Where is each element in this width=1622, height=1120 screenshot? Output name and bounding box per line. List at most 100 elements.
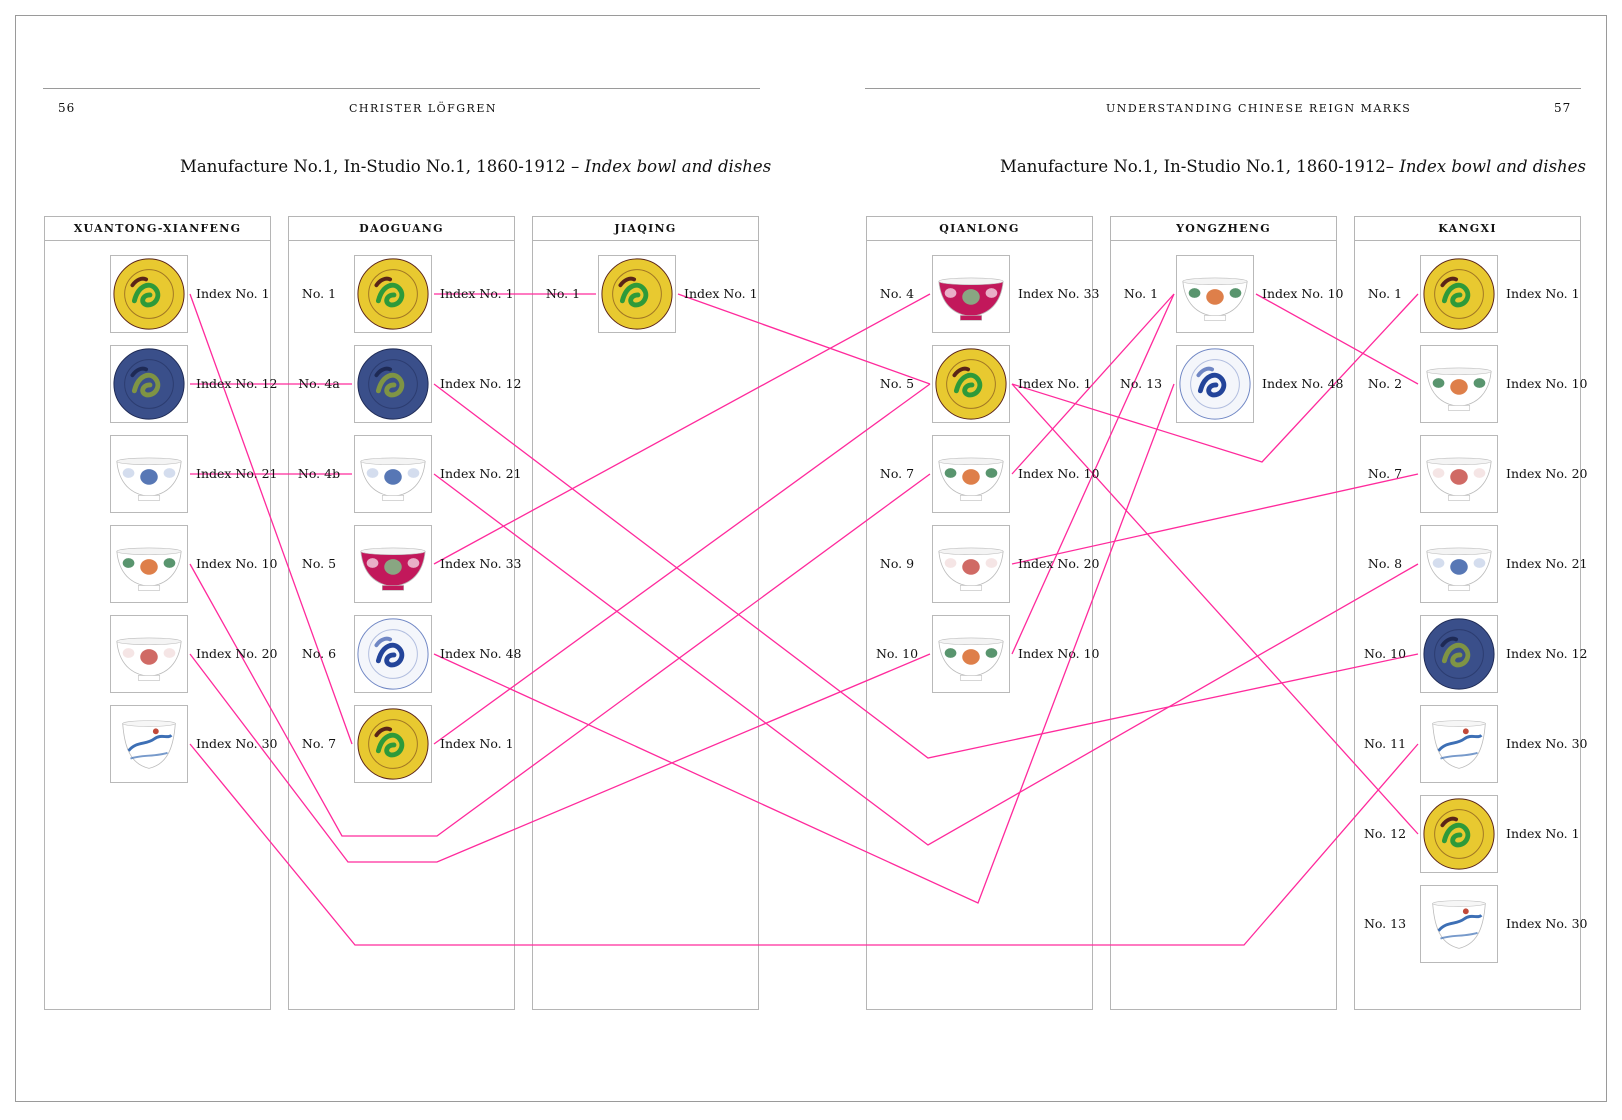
left-title-italic: Index bowl and dishes	[584, 157, 772, 176]
catalogue-number: No. 4a	[298, 376, 340, 391]
catalogue-number: No. 11	[1363, 736, 1407, 751]
right-header-rule	[865, 88, 1581, 89]
catalogue-number: No. 7	[301, 736, 337, 751]
index-number: Index No. 21	[440, 466, 522, 481]
blue-white-landscape-cup-image	[1432, 720, 1486, 769]
reign-column-qianlong: QIANLONG	[866, 216, 1093, 1010]
porcelain-item	[1420, 525, 1498, 603]
porcelain-item	[354, 255, 432, 333]
right-page-title: Manufacture No.1, In-Studio No.1, 1860-1…	[1000, 157, 1586, 176]
porcelain-item	[1420, 435, 1498, 513]
column-heading: JIAQING	[533, 217, 758, 241]
porcelain-item	[1420, 615, 1498, 693]
porcelain-item	[932, 435, 1010, 513]
column-heading: KANGXI	[1355, 217, 1580, 241]
index-number: Index No. 10	[1018, 466, 1100, 481]
index-number: Index No. 33	[1018, 286, 1100, 301]
porcelain-item	[1176, 345, 1254, 423]
porcelain-item	[354, 705, 432, 783]
right-folio: 57	[1554, 101, 1572, 115]
porcelain-item	[1420, 255, 1498, 333]
reign-column-yongzheng: YONGZHENG	[1110, 216, 1337, 1010]
index-number: Index No. 30	[1506, 736, 1588, 751]
index-number: Index No. 12	[196, 376, 278, 391]
index-number: Index No. 1	[1018, 376, 1092, 391]
blue-dragon-dish-image	[113, 348, 185, 420]
index-number: Index No. 10	[1262, 286, 1344, 301]
catalogue-number: No. 10	[875, 646, 919, 661]
index-number: Index No. 10	[196, 556, 278, 571]
blue-dragon-dish-image	[357, 348, 429, 420]
porcelain-item	[110, 435, 188, 513]
index-number: Index No. 1	[440, 286, 514, 301]
porcelain-item	[110, 615, 188, 693]
catalogue-number: No. 1	[545, 286, 581, 301]
catalogue-number: No. 8	[1367, 556, 1403, 571]
right-title-italic: Index bowl and dishes	[1399, 157, 1586, 176]
blue-lotus-dish-image	[357, 618, 429, 690]
catalogue-number: No. 7	[879, 466, 915, 481]
catalogue-number: No. 1	[1367, 286, 1403, 301]
index-number: Index No. 20	[1018, 556, 1100, 571]
yellow-dragon-dish-image	[1423, 258, 1495, 330]
porcelain-item	[932, 615, 1010, 693]
porcelain-item	[1420, 795, 1498, 873]
blue-white-landscape-cup-image	[1432, 900, 1486, 949]
reign-column-xuantong-xianfeng: XUANTONG-XIANFENG	[44, 216, 271, 1010]
porcelain-item	[110, 255, 188, 333]
index-number: Index No. 48	[440, 646, 522, 661]
yellow-dragon-dish-image	[113, 258, 185, 330]
left-title-main: Manufacture No.1, In-Studio No.1, 1860-1…	[180, 157, 585, 176]
catalogue-number: No. 4	[879, 286, 915, 301]
index-number: Index No. 12	[1506, 646, 1588, 661]
red-medallion-bowl-image	[938, 547, 1004, 591]
reign-column-daoguang: DAOGUANG	[288, 216, 515, 1010]
reign-column-jiaqing: JIAQING	[532, 216, 759, 1010]
catalogue-number: No. 5	[301, 556, 337, 571]
ruby-ground-bowl-image	[938, 277, 1004, 321]
catalogue-number: No. 1	[1123, 286, 1159, 301]
index-number: Index No. 1	[684, 286, 758, 301]
index-number: Index No. 21	[196, 466, 278, 481]
porcelain-item	[1420, 705, 1498, 783]
index-number: Index No. 1	[440, 736, 514, 751]
catalogue-number: No. 10	[1363, 646, 1407, 661]
ruby-ground-bowl-image	[360, 547, 426, 591]
yellow-dragon-dish-image	[357, 708, 429, 780]
yellow-dragon-dish-image	[935, 348, 1007, 420]
yellow-dragon-dish-image	[1423, 798, 1495, 870]
famille-rose-dragon-bowl-image	[938, 457, 1004, 501]
right-title-main: Manufacture No.1, In-Studio No.1, 1860-1…	[1000, 157, 1400, 176]
blue-lotus-dish-image	[1179, 348, 1251, 420]
porcelain-item	[1420, 345, 1498, 423]
porcelain-item	[932, 525, 1010, 603]
index-number: Index No. 10	[1506, 376, 1588, 391]
column-heading: QIANLONG	[867, 217, 1092, 241]
blue-white-bowl-image	[360, 457, 426, 501]
porcelain-item	[354, 435, 432, 513]
porcelain-item	[110, 705, 188, 783]
porcelain-item	[110, 525, 188, 603]
left-header-rule	[43, 88, 760, 89]
index-number: Index No. 10	[1018, 646, 1100, 661]
yellow-dragon-dish-image	[601, 258, 673, 330]
famille-rose-dragon-bowl-image	[938, 637, 1004, 681]
catalogue-number: No. 2	[1367, 376, 1403, 391]
red-medallion-bowl-image	[1426, 457, 1492, 501]
page-frame	[15, 15, 1607, 1102]
red-medallion-bowl-image	[116, 637, 182, 681]
catalogue-number: No. 12	[1363, 826, 1407, 841]
porcelain-item	[932, 345, 1010, 423]
porcelain-item	[354, 345, 432, 423]
column-heading: XUANTONG-XIANFENG	[45, 217, 270, 241]
catalogue-number: No. 9	[879, 556, 915, 571]
index-number: Index No. 1	[1506, 826, 1580, 841]
catalogue-number: No. 13	[1119, 376, 1163, 391]
left-page-title: Manufacture No.1, In-Studio No.1, 1860-1…	[180, 157, 771, 176]
blue-white-landscape-cup-image	[122, 720, 176, 769]
porcelain-item	[1420, 885, 1498, 963]
catalogue-number: No. 13	[1363, 916, 1407, 931]
index-number: Index No. 48	[1262, 376, 1344, 391]
index-number: Index No. 30	[196, 736, 278, 751]
blue-dragon-dish-image	[1423, 618, 1495, 690]
